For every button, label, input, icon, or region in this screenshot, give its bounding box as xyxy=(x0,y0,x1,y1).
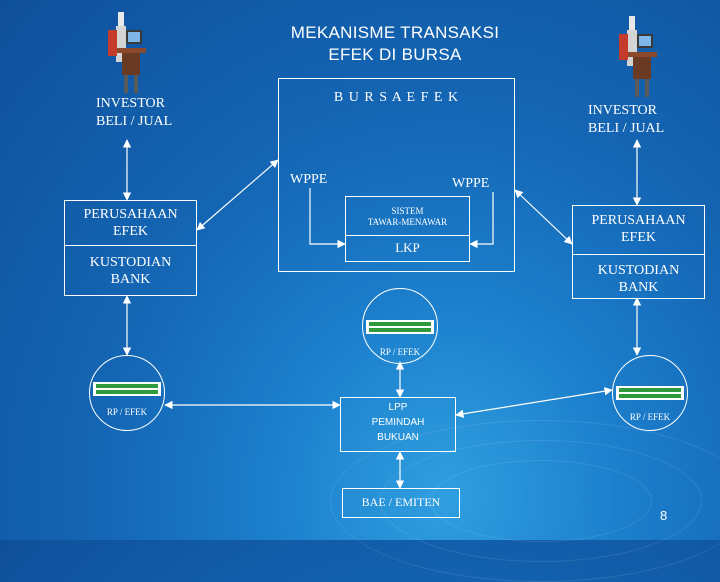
left-investor-line-1: INVESTOR xyxy=(96,96,165,111)
slide-number: 8 xyxy=(660,508,668,523)
slide-title: MEKANISME TRANSAKSI EFEK DI BURSA xyxy=(240,22,550,66)
investor-at-computer-icon xyxy=(108,12,146,93)
money-stack-icon xyxy=(366,320,434,334)
lpp-label: LPP PEMINDAH BUKUAN xyxy=(340,400,456,445)
right-institution-box xyxy=(572,205,705,299)
left-investor-label: INVESTOR BELI / JUAL xyxy=(96,95,172,131)
sistem-lkp-box xyxy=(345,196,470,262)
wppe-left-label: WPPE xyxy=(290,172,328,187)
money-stack-icon xyxy=(93,382,161,396)
left-investor-line-2: BELI / JUAL xyxy=(96,114,173,129)
right-perusahaan-line-2: EFEK xyxy=(621,230,656,245)
left-institution-divider xyxy=(64,200,197,246)
bursa-efek-label: B U R S A E F E K xyxy=(333,90,460,105)
lpp-line-2: PEMINDAH xyxy=(371,417,425,428)
title-line-1: MEKANISME TRANSAKSI xyxy=(290,23,500,42)
left-perusahaan-label: PERUSAHAAN EFEK xyxy=(64,206,197,240)
left-money-circle xyxy=(89,355,165,431)
investor-at-computer-icon xyxy=(619,16,657,97)
right-investor-line-1: INVESTOR xyxy=(588,103,657,118)
center-money-circle xyxy=(362,288,438,364)
right-perusahaan-line-1: PERUSAHAAN xyxy=(591,213,686,228)
right-money-label: RP / EFEK xyxy=(629,412,671,422)
lpp-box xyxy=(340,397,456,452)
sistem-line-2: TAWAR-MENAWAR xyxy=(367,217,448,227)
left-perusahaan-line-2: EFEK xyxy=(113,224,148,239)
right-perusahaan-label: PERUSAHAAN EFEK xyxy=(572,212,705,246)
lpp-line-1: LPP xyxy=(388,402,408,413)
left-perusahaan-line-1: PERUSAHAAN xyxy=(83,207,178,222)
left-kustodian-line-2: BANK xyxy=(110,272,151,287)
right-institution-divider xyxy=(572,205,705,255)
lpp-line-3: BUKUAN xyxy=(377,432,419,443)
right-investor-label: INVESTOR BELI / JUAL xyxy=(588,102,664,138)
right-kustodian-line-2: BANK xyxy=(618,280,659,295)
right-investor-line-2: BELI / JUAL xyxy=(588,121,665,136)
sistem-line-1: SISTEM xyxy=(391,206,424,216)
bae-emiten-label: BAE / EMITEN xyxy=(361,495,441,509)
money-stack-icon xyxy=(616,386,684,400)
left-kustodian-line-1: KUSTODIAN xyxy=(89,255,172,270)
sistem-label: SISTEM TAWAR-MENAWAR xyxy=(345,206,470,228)
lkp-label: LKP xyxy=(395,240,420,255)
left-kustodian-label: KUSTODIAN BANK xyxy=(64,254,197,288)
sistem-divider xyxy=(345,196,470,236)
right-money-circle xyxy=(612,355,688,431)
center-money-label: RP / EFEK xyxy=(379,347,421,357)
connector-lines xyxy=(122,139,642,489)
left-money-label: RP / EFEK xyxy=(106,407,148,417)
left-institution-box xyxy=(64,200,197,296)
wppe-right-label: WPPE xyxy=(452,176,490,191)
right-kustodian-label: KUSTODIAN BANK xyxy=(572,262,705,296)
bursa-efek-box xyxy=(278,78,515,272)
right-kustodian-line-1: KUSTODIAN xyxy=(597,263,680,278)
title-line-2: EFEK DI BURSA xyxy=(328,45,462,64)
bae-emiten-box xyxy=(342,488,460,518)
